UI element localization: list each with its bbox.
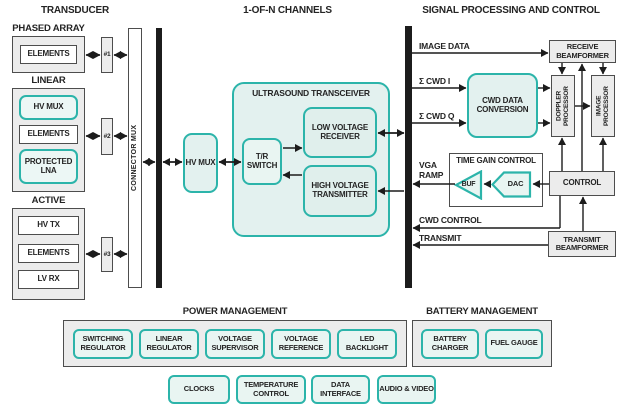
control-box: CONTROL (549, 171, 615, 196)
connector-mux-box: CONNECTOR MUX (128, 28, 142, 288)
active-elements-box: ELEMENTS (18, 244, 79, 263)
connector-1: #1 (101, 37, 113, 73)
battery-charger-box: BATTERY CHARGER (421, 328, 479, 359)
phased-array-elements-box: ELEMENTS (20, 45, 77, 64)
transducer-title: TRANSDUCER (40, 5, 109, 17)
power-management-title: POWER MANAGEMENT (182, 305, 288, 317)
low-voltage-receiver-box: LOW VOLTAGE RECEIVER (303, 107, 377, 158)
led-backlight-box: LED BACKLIGHT (337, 328, 397, 359)
battery-management-group: BATTERY CHARGER FUEL GAUGE (412, 320, 552, 367)
cwd-control-label: CWD CONTROL (419, 215, 482, 225)
data-interface-box: DATA INTERFACE (311, 375, 370, 404)
clocks-box: CLOCKS (168, 375, 230, 404)
signal-processing-title: SIGNAL PROCESSING AND CONTROL (422, 5, 600, 17)
phased-array-label: PHASED ARRAY (12, 23, 85, 35)
protected-lna-box: PROTECTED LNA (19, 149, 78, 184)
linear-hv-mux-box: HV MUX (19, 95, 78, 120)
hv-tx-box: HV TX (18, 216, 79, 235)
connector-3: #3 (101, 237, 113, 272)
buf-amplifier-shape (454, 170, 483, 200)
cwd-i-label: Σ CWD I (419, 76, 451, 86)
power-management-group: SWITCHING REGULATOR LINEAR REGULATOR VOL… (63, 320, 407, 367)
connector-2: #2 (101, 118, 113, 155)
linear-label: LINEAR (31, 75, 66, 87)
image-processor-box: IMAGE PROCESSOR (591, 75, 615, 137)
fuel-gauge-box: FUEL GAUGE (485, 328, 543, 359)
linear-elements-box: ELEMENTS (19, 125, 78, 144)
switching-regulator-box: SWITCHING REGULATOR (73, 328, 133, 359)
battery-management-title: BATTERY MANAGEMENT (426, 305, 538, 317)
linear-regulator-box: LINEAR REGULATOR (139, 328, 199, 359)
dac-label: DAC (507, 179, 524, 189)
vga-ramp-label: VGA RAMP (419, 160, 444, 180)
cwd-data-conversion-box: CWD DATA CONVERSION (467, 73, 538, 138)
active-label: ACTIVE (31, 195, 66, 207)
voltage-reference-box: VOLTAGE REFERENCE (271, 328, 331, 359)
receive-beamformer-box: RECEIVE BEAMFORMER (549, 40, 616, 63)
tr-switch-box: T/R SWITCH (242, 138, 282, 185)
bus-bar-left (156, 28, 162, 288)
bus-bar-right (405, 26, 412, 288)
voltage-supervisor-box: VOLTAGE SUPERVISOR (205, 328, 265, 359)
channels-title: 1-OF-N CHANNELS (243, 5, 332, 17)
ultrasound-transceiver-title: ULTRASOUND TRANSCEIVER (252, 88, 370, 99)
time-gain-control-title: TIME GAIN CONTROL (456, 155, 536, 165)
buf-label: BUF (461, 180, 476, 188)
hv-mux-box: HV MUX (183, 133, 218, 193)
image-data-label: IMAGE DATA (419, 41, 470, 51)
high-voltage-transmitter-box: HIGH VOLTAGE TRANSMITTER (303, 165, 377, 217)
dac-shape (491, 171, 532, 198)
temperature-control-box: TEMPERATURE CONTROL (236, 375, 306, 404)
transmit-label: TRANSMIT (419, 233, 462, 243)
cwd-q-label: Σ CWD Q (419, 111, 455, 121)
lv-rx-box: LV RX (18, 270, 79, 289)
transmit-beamformer-box: TRANSMIT BEAMFORMER (548, 231, 616, 257)
doppler-processor-box: DOPPLER PROCESSOR (551, 75, 575, 137)
audio-video-box: AUDIO & VIDEO (377, 375, 436, 404)
